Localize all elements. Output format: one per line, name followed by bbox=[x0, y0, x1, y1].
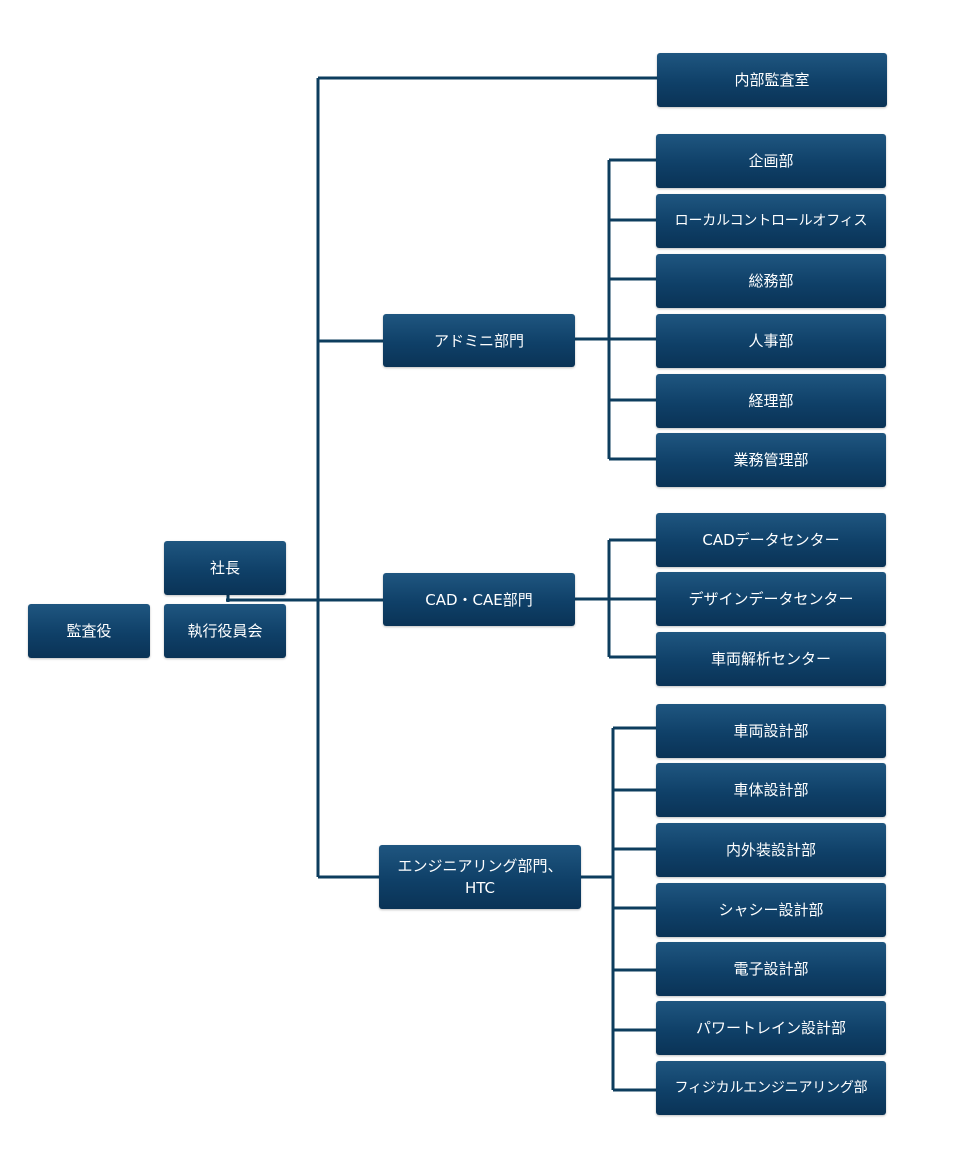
dept-body-design: 車体設計部 bbox=[656, 763, 886, 817]
node-cad-cae-division: CAD・CAE部門 bbox=[383, 573, 575, 626]
dept-cad-data-center: CADデータセンター bbox=[656, 513, 886, 567]
dept-physical-engineering: フィジカルエンジニアリング部 bbox=[656, 1061, 886, 1115]
node-president: 社長 bbox=[164, 541, 286, 595]
node-auditor: 監査役 bbox=[28, 604, 150, 658]
dept-admin-planning: 企画部 bbox=[656, 134, 886, 188]
node-admin-division: アドミニ部門 bbox=[383, 314, 575, 367]
node-engineering-division: エンジニアリング部門、 HTC bbox=[379, 845, 581, 909]
engineering-division-line2: HTC bbox=[464, 879, 496, 897]
dept-vehicle-analysis-center: 車両解析センター bbox=[656, 632, 886, 686]
dept-electronics-design: 電子設計部 bbox=[656, 942, 886, 996]
engineering-division-line1: エンジニアリング部門、 bbox=[397, 857, 563, 875]
dept-admin-hr: 人事部 bbox=[656, 314, 886, 368]
dept-chassis-design: シャシー設計部 bbox=[656, 883, 886, 937]
node-internal-audit: 内部監査室 bbox=[657, 53, 887, 107]
dept-admin-general-affairs: 総務部 bbox=[656, 254, 886, 308]
dept-powertrain-design: パワートレイン設計部 bbox=[656, 1001, 886, 1055]
dept-design-data-center: デザインデータセンター bbox=[656, 572, 886, 626]
dept-admin-local-control-office: ローカルコントロールオフィス bbox=[656, 194, 886, 248]
dept-admin-operations-management: 業務管理部 bbox=[656, 433, 886, 487]
dept-admin-accounting: 経理部 bbox=[656, 374, 886, 428]
dept-interior-exterior-design: 内外装設計部 bbox=[656, 823, 886, 877]
dept-vehicle-design: 車両設計部 bbox=[656, 704, 886, 758]
node-executive-board: 執行役員会 bbox=[164, 604, 286, 658]
